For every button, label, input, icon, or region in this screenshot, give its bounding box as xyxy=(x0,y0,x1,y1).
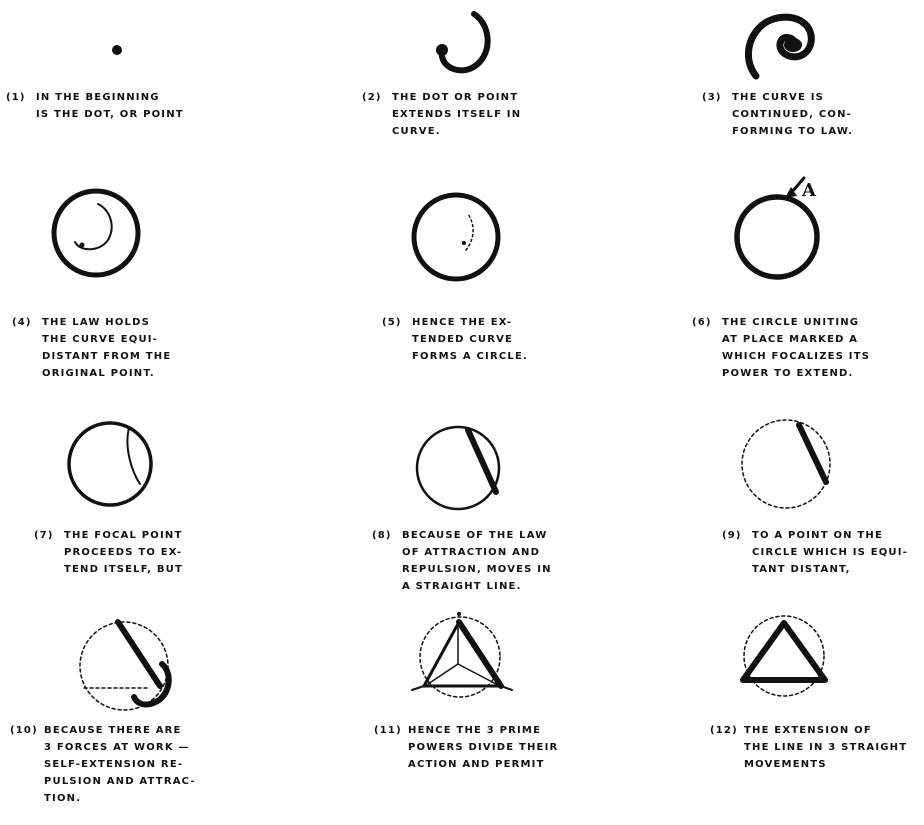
caption-line: curve. xyxy=(392,123,521,140)
caption-line: the line in 3 straight xyxy=(744,739,907,756)
step-number: (9) xyxy=(722,527,742,544)
caption-line: tant distant, xyxy=(752,561,908,578)
caption-line: proceeds to ex- xyxy=(64,544,183,561)
marker-a-label: A xyxy=(801,180,817,201)
step-number: (1) xyxy=(6,89,26,106)
fig3-spiral xyxy=(748,17,811,76)
fig10-three-forces xyxy=(80,622,169,710)
step-number: (10) xyxy=(10,722,38,739)
step-11-caption: (11) Hence the 3 prime powers divide the… xyxy=(408,722,558,773)
step-2-caption: (2) The dot or point extends itself in c… xyxy=(392,89,521,140)
caption-line: pulsion and attrac- xyxy=(44,773,196,790)
caption-line: The law holds xyxy=(42,314,171,331)
step-1-caption: (1) In the beginning is the dot, or poin… xyxy=(36,89,184,123)
caption-line: the curve equi- xyxy=(42,331,171,348)
caption-line: In the beginning xyxy=(36,89,184,106)
caption-line: of attraction and xyxy=(402,544,552,561)
caption-line: self-extension re- xyxy=(44,756,196,773)
caption-line: which focalizes its xyxy=(722,348,870,365)
step-number: (2) xyxy=(362,89,382,106)
step-8-caption: (8) Because of the law of attraction and… xyxy=(402,527,552,595)
step-number: (5) xyxy=(382,314,402,331)
caption-line: at place marked A xyxy=(722,331,870,348)
caption-line: Hence the 3 prime xyxy=(408,722,558,739)
caption-line: original point. xyxy=(42,365,171,382)
caption-line: powers divide their xyxy=(408,739,558,756)
caption-line: The extension of xyxy=(744,722,907,739)
step-7-caption: (7) The focal point proceeds to ex- tend… xyxy=(64,527,183,578)
fig1-point xyxy=(112,45,122,55)
caption-line: is the dot, or point xyxy=(36,106,184,123)
caption-line: circle which is equi- xyxy=(752,544,908,561)
step-number: (6) xyxy=(692,314,712,331)
caption-line: forming to law. xyxy=(732,123,853,140)
caption-line: continued, con- xyxy=(732,106,853,123)
fig8-circle-line xyxy=(417,427,499,509)
step-4-caption: (4) The law holds the curve equi- distan… xyxy=(42,314,171,382)
caption-line: tend itself, but xyxy=(64,561,183,578)
caption-line: tended curve xyxy=(412,331,528,348)
fig7-circle xyxy=(69,423,151,505)
fig5-circle xyxy=(414,195,498,279)
caption-line: To a point on the xyxy=(752,527,908,544)
caption-line: The circle uniting xyxy=(722,314,870,331)
caption-line: Because of the law xyxy=(402,527,552,544)
caption-line: action and permit xyxy=(408,756,558,773)
caption-line: Because there are xyxy=(44,722,196,739)
step-12-caption: (12) The extension of the line in 3 stra… xyxy=(744,722,907,773)
step-number: (4) xyxy=(12,314,32,331)
step-10-caption: (10) Because there are 3 forces at work … xyxy=(44,722,196,807)
step-6-caption: (6) The circle uniting at place marked A… xyxy=(722,314,870,382)
caption-line: power to extend. xyxy=(722,365,870,382)
step-5-caption: (5) Hence the ex- tended curve forms a c… xyxy=(412,314,528,365)
fig12-triangle xyxy=(743,616,825,696)
step-9-caption: (9) To a point on the circle which is eq… xyxy=(752,527,908,578)
fig9-dotted-circle-line xyxy=(742,420,830,508)
caption-line: a straight line. xyxy=(402,578,552,595)
caption-line: tion. xyxy=(44,790,196,807)
caption-line: 3 forces at work — xyxy=(44,739,196,756)
caption-line: distant from the xyxy=(42,348,171,365)
caption-line: repulsion, moves in xyxy=(402,561,552,578)
fig6-circle-marker: A xyxy=(737,178,817,277)
caption-line: movements xyxy=(744,756,907,773)
step-number: (8) xyxy=(372,527,392,544)
caption-line: forms a circle. xyxy=(412,348,528,365)
fig2-curve xyxy=(436,14,488,70)
caption-line: extends itself in xyxy=(392,106,521,123)
caption-line: The dot or point xyxy=(392,89,521,106)
caption-line: The curve is xyxy=(732,89,853,106)
fig4-circle-curl xyxy=(54,191,138,275)
step-number: (12) xyxy=(710,722,738,739)
fig11-three-powers xyxy=(412,612,512,697)
caption-line: The focal point xyxy=(64,527,183,544)
caption-line: Hence the ex- xyxy=(412,314,528,331)
step-number: (3) xyxy=(702,89,722,106)
step-number: (11) xyxy=(374,722,402,739)
step-number: (7) xyxy=(34,527,54,544)
step-3-caption: (3) The curve is continued, con- forming… xyxy=(732,89,853,140)
